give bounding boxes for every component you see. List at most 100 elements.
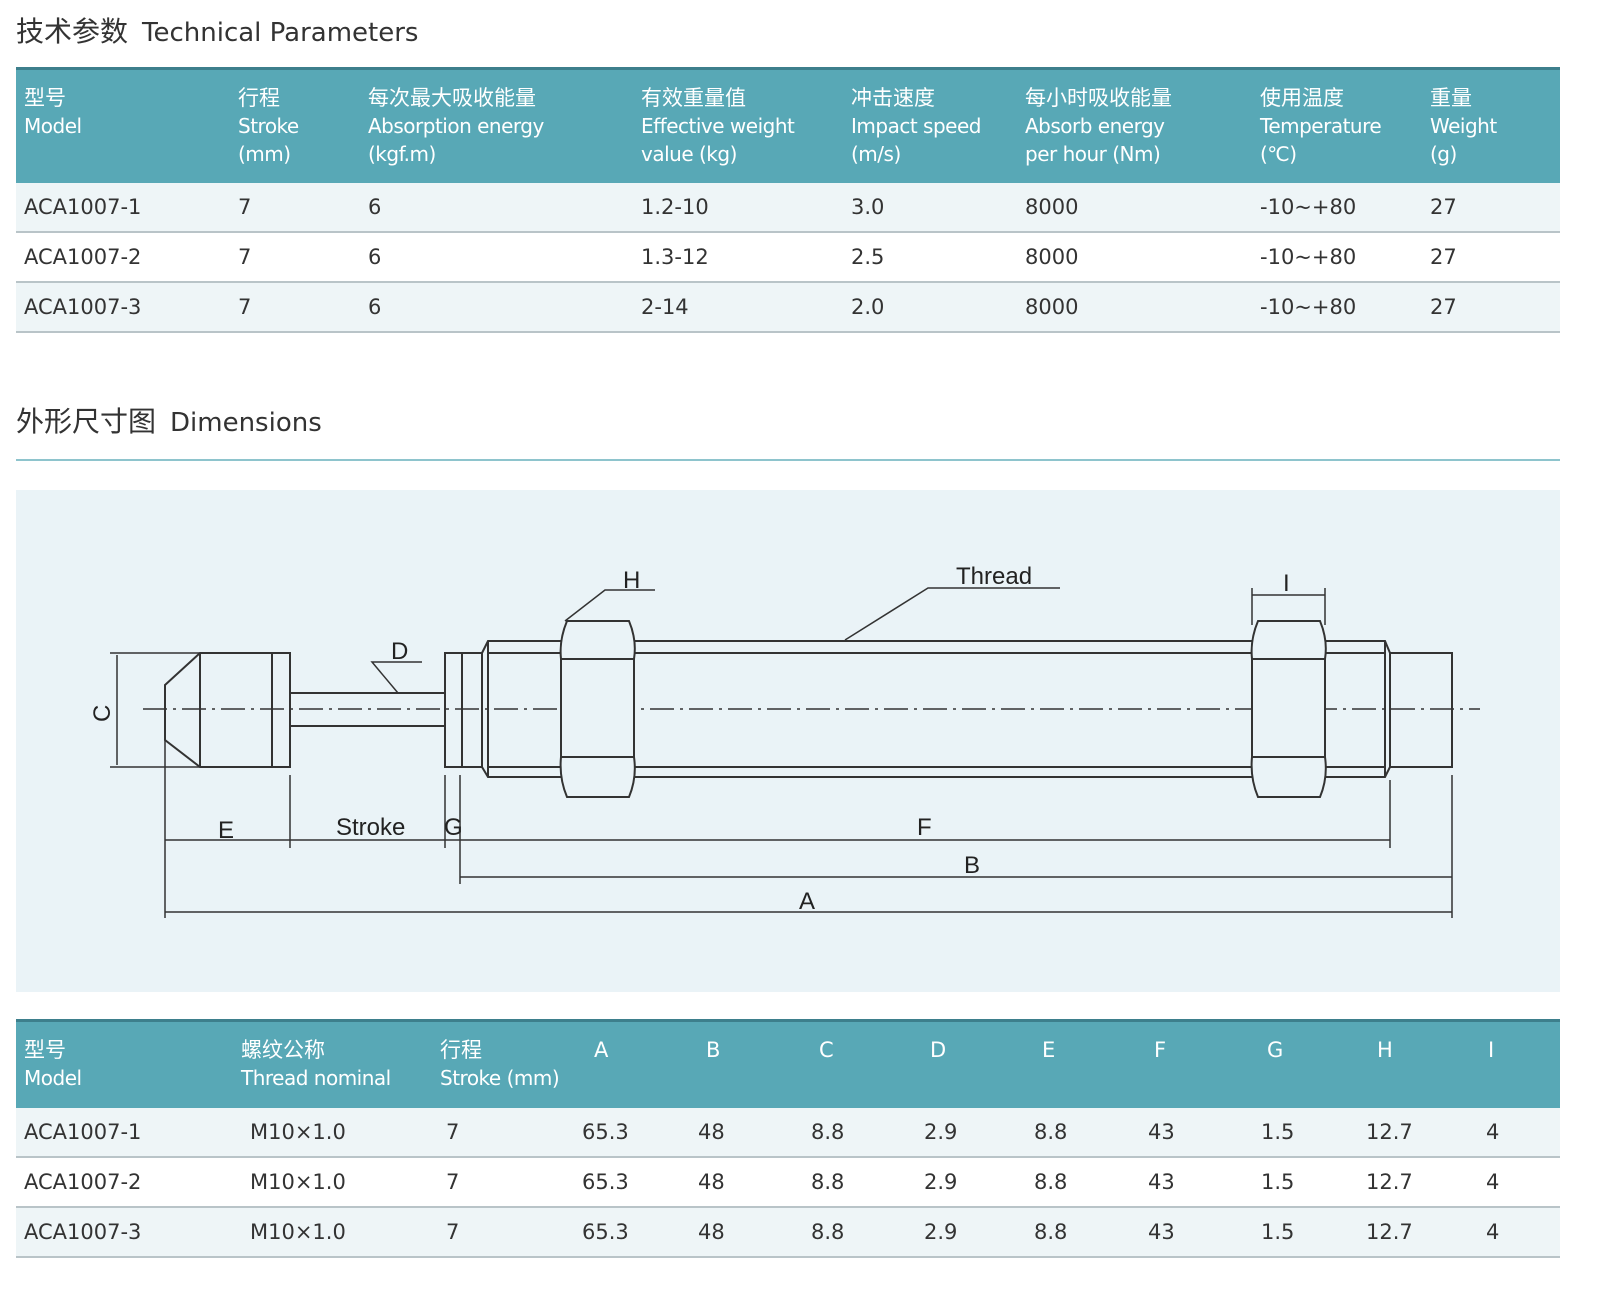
table-cell: 8000 xyxy=(1025,295,1079,319)
table-cell: 6 xyxy=(368,295,382,319)
table-cell: 43 xyxy=(1148,1220,1175,1244)
table-cell: ACA1007-1 xyxy=(24,195,142,219)
header-cn: 有效重量值 xyxy=(641,86,746,110)
header-cn: F xyxy=(1154,1038,1167,1062)
header-en2: per hour (Nm) xyxy=(1025,142,1161,166)
table-cell: 1.5 xyxy=(1261,1220,1295,1244)
header-en: Thread nominal xyxy=(241,1066,391,1090)
table-cell: ACA1007-3 xyxy=(24,1220,142,1244)
header-en2: (g) xyxy=(1430,142,1457,166)
table-cell: 4 xyxy=(1486,1220,1500,1244)
header-en: Model xyxy=(24,1066,82,1090)
table-cell: 8000 xyxy=(1025,245,1079,269)
header-en1: Impact speed xyxy=(851,114,981,138)
table-cell: 1.5 xyxy=(1261,1170,1295,1194)
table-cell: 7 xyxy=(238,195,252,219)
table-cell: ACA1007-2 xyxy=(24,245,142,269)
table-cell: 43 xyxy=(1148,1170,1175,1194)
column-header: F xyxy=(1154,1036,1166,1064)
header-en1: Absorption energy xyxy=(368,114,544,138)
table-cell: 2.9 xyxy=(924,1220,958,1244)
end-piece xyxy=(1389,652,1453,768)
header-cn: G xyxy=(1267,1038,1284,1062)
table-cell: 8.8 xyxy=(1034,1120,1068,1144)
header-cn: 重量 xyxy=(1430,86,1472,110)
header-cn: 行程 xyxy=(238,86,280,110)
table-cell: 2-14 xyxy=(641,295,689,319)
header-en1: Effective weight xyxy=(641,114,795,138)
column-header: I xyxy=(1488,1036,1494,1064)
table-cell: 27 xyxy=(1430,245,1457,269)
table-cell: 12.7 xyxy=(1366,1170,1413,1194)
label-thread: Thread xyxy=(956,563,1032,590)
column-header: E xyxy=(1042,1036,1055,1064)
table-cell: -10~+80 xyxy=(1260,195,1357,219)
dimension-drawing-panel: H Thread I D C E Stroke G F B A xyxy=(16,490,1560,992)
table-cell: 2.9 xyxy=(924,1170,958,1194)
table-cell: 2.0 xyxy=(851,295,885,319)
header-cn: 每小时吸收能量 xyxy=(1025,86,1172,110)
table-cell: 4 xyxy=(1486,1170,1500,1194)
table-cell: -10~+80 xyxy=(1260,245,1357,269)
table-cell: ACA1007-3 xyxy=(24,295,142,319)
label-d: D xyxy=(391,638,408,665)
header-en1: Model xyxy=(24,114,82,138)
dimension-lines xyxy=(110,587,1453,918)
title-cn: 技术参数 xyxy=(16,15,129,48)
header-en2: (℃) xyxy=(1260,142,1297,166)
table-cell: 2.9 xyxy=(924,1120,958,1144)
table-cell: ACA1007-2 xyxy=(24,1170,142,1194)
table-cell: 43 xyxy=(1148,1120,1175,1144)
table-cell: ACA1007-1 xyxy=(24,1120,142,1144)
table-cell: 1.3-12 xyxy=(641,245,709,269)
column-header: D xyxy=(930,1036,946,1064)
hex-nut-right xyxy=(1250,620,1327,798)
label-i: I xyxy=(1283,570,1290,597)
section-divider xyxy=(16,459,1560,461)
table-cell: 7 xyxy=(238,245,252,269)
table-cell: 7 xyxy=(238,295,252,319)
table-cell: 65.3 xyxy=(582,1220,629,1244)
table-cell: -10~+80 xyxy=(1260,295,1357,319)
label-c: C xyxy=(89,705,116,722)
column-header: C xyxy=(819,1036,834,1064)
table-cell: 7 xyxy=(446,1220,460,1244)
table-cell: 27 xyxy=(1430,195,1457,219)
cap xyxy=(164,652,291,768)
table-cell: 12.7 xyxy=(1366,1220,1413,1244)
header-en2: (m/s) xyxy=(851,142,901,166)
header-cn: I xyxy=(1488,1038,1495,1062)
table-cell: 48 xyxy=(698,1170,725,1194)
table-cell: 6 xyxy=(368,245,382,269)
table-cell: M10×1.0 xyxy=(250,1120,346,1144)
header-cn: 行程 xyxy=(440,1038,482,1062)
header-cn: 使用温度 xyxy=(1260,86,1344,110)
table-cell: 8.8 xyxy=(811,1220,845,1244)
threaded-body xyxy=(481,640,1391,778)
label-g: G xyxy=(444,814,463,841)
table-cell: 8.8 xyxy=(811,1120,845,1144)
header-cn: D xyxy=(930,1038,947,1062)
header-en2: (mm) xyxy=(238,142,291,166)
flange xyxy=(444,652,482,768)
table-cell: 2.5 xyxy=(851,245,885,269)
table-cell: M10×1.0 xyxy=(250,1220,346,1244)
header-cn: 每次最大吸收能量 xyxy=(368,86,536,110)
